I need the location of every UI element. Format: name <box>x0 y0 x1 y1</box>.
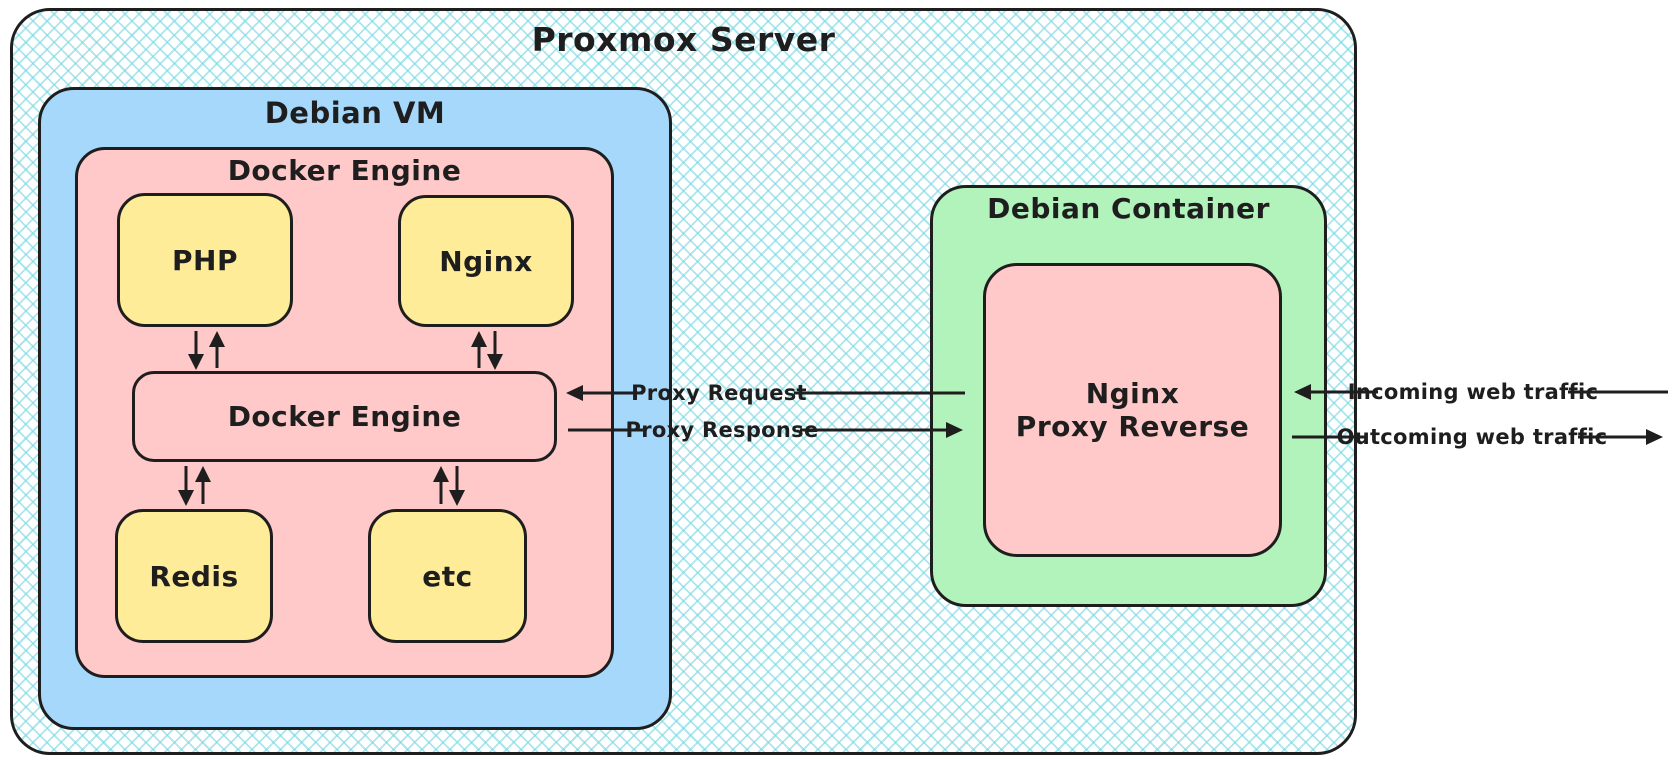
redis-service-box: Redis <box>115 509 273 643</box>
proxmox-server-title: Proxmox Server <box>531 20 836 59</box>
docker-engine-core-box: Docker Engine <box>132 371 557 462</box>
nginx-proxy-line1: Nginx <box>1085 376 1180 410</box>
php-service-box: PHP <box>117 193 293 327</box>
outcoming-traffic-label: Outcoming web traffic <box>1336 425 1608 449</box>
nginx-service-box: Nginx <box>398 195 574 327</box>
debian-container-title: Debian Container <box>987 192 1270 225</box>
debian-vm-title: Debian VM <box>264 96 446 130</box>
nginx-proxy-line2: Proxy Reverse <box>1015 410 1250 443</box>
incoming-traffic-label: Incoming web traffic <box>1347 380 1599 404</box>
proxmox-server-box: Proxmox Server Debian VM Docker Engine P… <box>10 8 1357 755</box>
debian-vm-box: Debian VM Docker Engine PHP Nginx Docker… <box>38 87 672 730</box>
proxy-request-label: Proxy Request <box>631 381 807 405</box>
docker-engine-group-box: Docker Engine PHP Nginx Docker Engine Re… <box>75 147 614 678</box>
docker-engine-group-title: Docker Engine <box>227 154 462 187</box>
proxy-response-label: Proxy Response <box>625 418 819 442</box>
etc-service-box: etc <box>368 509 527 643</box>
nginx-proxy-reverse-box: Nginx Proxy Reverse <box>983 263 1282 557</box>
debian-container-box: Debian Container Nginx Proxy Reverse <box>930 185 1327 607</box>
